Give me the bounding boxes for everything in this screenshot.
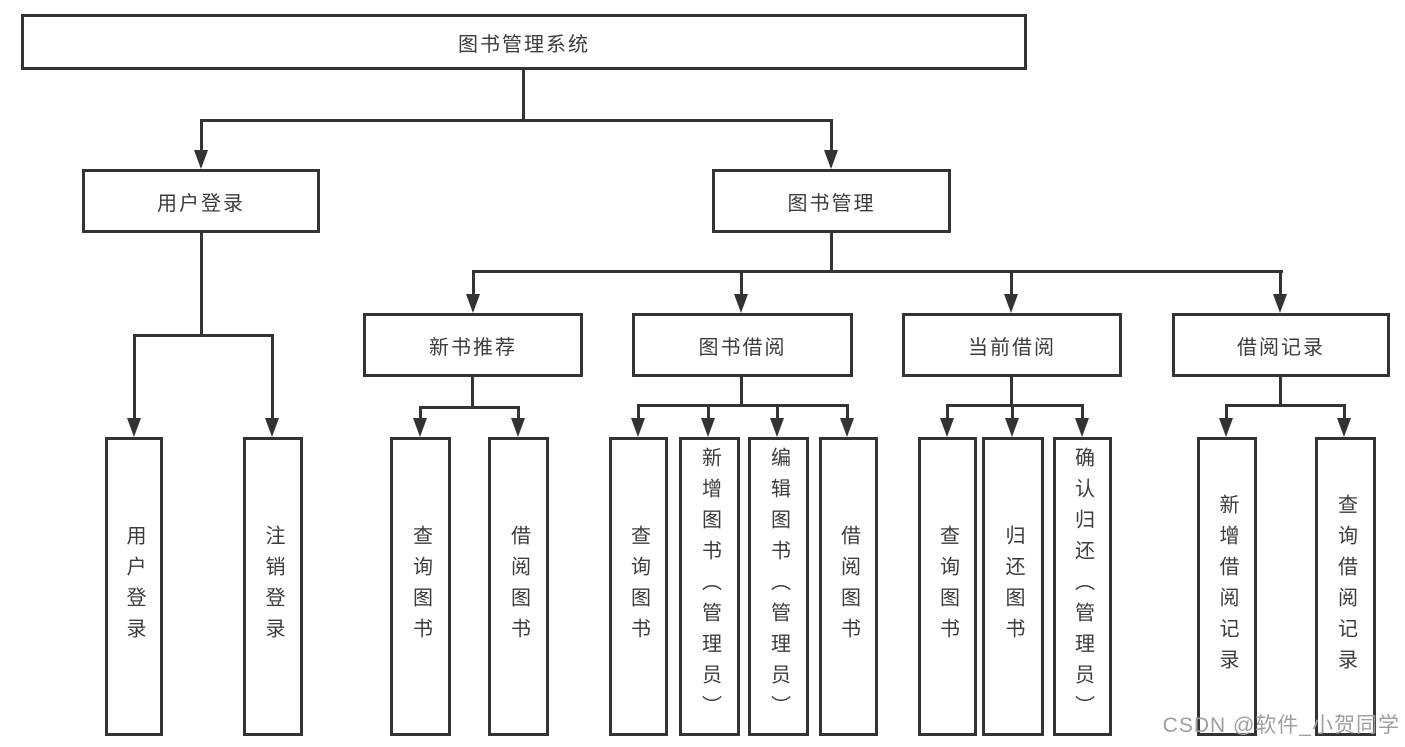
leaf-query-book-under-borrowing: 查询图书 (609, 437, 668, 736)
arrowhead-down-icon (127, 418, 141, 437)
connector-line (1279, 375, 1282, 406)
node-new-book-recommendation: 新书推荐 (363, 313, 583, 377)
leaf-add-borrow-record: 新增借阅记录 (1197, 437, 1257, 736)
arrowhead-down-icon (466, 294, 480, 313)
node-label: 借阅记录 (1237, 336, 1325, 359)
node-label: 用户登录 (123, 524, 145, 649)
connector-line (133, 334, 136, 419)
leaf-query-book-under-current: 查询图书 (918, 437, 977, 736)
node-label: 新书推荐 (429, 336, 517, 359)
arrowhead-down-icon (824, 150, 838, 169)
node-label: 图书管理 (787, 192, 876, 215)
connector-line (637, 404, 640, 419)
node-label: 查询借阅记录 (1334, 493, 1357, 680)
node-label: 编辑图书（管理员） (767, 447, 790, 726)
connector-line (419, 406, 520, 409)
arrowhead-down-icon (940, 418, 954, 437)
arrowhead-down-icon (1337, 418, 1351, 437)
arrowhead-down-icon (701, 418, 715, 437)
connector-line (271, 334, 274, 419)
connector-line (472, 270, 1283, 273)
leaf-return-book: 归还图书 (982, 437, 1044, 736)
node-label: 借阅图书 (507, 524, 530, 649)
leaf-query-book-under-new-book: 查询图书 (390, 437, 451, 736)
leaf-borrow-book-under-new-book: 借阅图书 (488, 437, 549, 736)
arrowhead-down-icon (413, 418, 427, 437)
node-library-management-system: 图书管理系统 (21, 14, 1027, 70)
connector-line (1010, 375, 1013, 407)
node-label: 当前借阅 (968, 336, 1056, 359)
node-label: 用户登录 (157, 192, 245, 215)
node-label: 归还图书 (1002, 524, 1024, 649)
leaf-edit-book-admin: 编辑图书（管理员） (748, 437, 809, 736)
node-label: 查询图书 (409, 524, 432, 649)
node-book-borrowing: 图书借阅 (632, 313, 853, 377)
arrowhead-down-icon (840, 418, 854, 437)
connector-line (707, 404, 710, 419)
connector-line (133, 334, 274, 337)
node-borrowing-records: 借阅记录 (1172, 313, 1390, 377)
arrowhead-down-icon (1075, 418, 1089, 437)
connector-line (740, 375, 743, 407)
connector-line (1225, 404, 1228, 419)
connector-line (830, 119, 833, 152)
node-label: 图书管理系统 (458, 33, 590, 56)
arrowhead-down-icon (1004, 294, 1018, 313)
node-user-login: 用户登录 (82, 169, 320, 233)
connector-line (471, 375, 474, 409)
connector-line (200, 119, 203, 152)
arrowhead-down-icon (265, 418, 279, 437)
node-label: 确认归还（管理员） (1071, 447, 1094, 726)
arrowhead-down-icon (770, 418, 784, 437)
arrowhead-down-icon (194, 150, 208, 169)
connector-line (200, 231, 203, 336)
node-label: 新增图书（管理员） (698, 447, 721, 726)
connector-line (419, 406, 422, 419)
connector-line (1081, 404, 1084, 419)
leaf-user-login: 用户登录 (105, 437, 163, 736)
connector-line (1279, 270, 1282, 296)
arrowhead-down-icon (1273, 294, 1287, 313)
node-book-management: 图书管理 (712, 169, 951, 233)
node-label: 查询图书 (627, 524, 650, 649)
node-label: 查询图书 (936, 524, 959, 649)
leaf-confirm-return-admin: 确认归还（管理员） (1053, 437, 1112, 736)
connector-line (830, 231, 833, 273)
node-label: 借阅图书 (837, 524, 860, 649)
arrowhead-down-icon (734, 294, 748, 313)
connector-line (1225, 404, 1346, 407)
csdn-watermark: CSDN @软件_小贺同学 (1162, 714, 1400, 737)
leaf-borrow-book-under-borrowing: 借阅图书 (819, 437, 878, 736)
connector-line (522, 68, 525, 122)
connector-line (637, 404, 849, 407)
leaf-query-borrow-record: 查询借阅记录 (1315, 437, 1376, 736)
connector-line (1343, 404, 1346, 419)
connector-line (776, 404, 779, 419)
connector-line (200, 119, 833, 122)
node-label: 新增借阅记录 (1216, 493, 1238, 680)
node-label: 图书借阅 (698, 336, 787, 359)
connector-line (946, 404, 1084, 407)
leaf-logout: 注销登录 (243, 437, 303, 736)
arrowhead-down-icon (1005, 418, 1019, 437)
connector-line (517, 406, 520, 419)
connector-line (946, 404, 949, 419)
leaf-add-book-admin: 新增图书（管理员） (679, 437, 740, 736)
arrowhead-down-icon (631, 418, 645, 437)
arrowhead-down-icon (1219, 418, 1233, 437)
connector-line (1010, 270, 1013, 296)
connector-line (740, 270, 743, 296)
connector-line (1011, 404, 1014, 419)
connector-line (472, 270, 475, 296)
connector-line (846, 404, 849, 419)
node-current-borrowing: 当前借阅 (902, 313, 1122, 377)
arrowhead-down-icon (511, 418, 525, 437)
node-label: 注销登录 (262, 524, 284, 649)
